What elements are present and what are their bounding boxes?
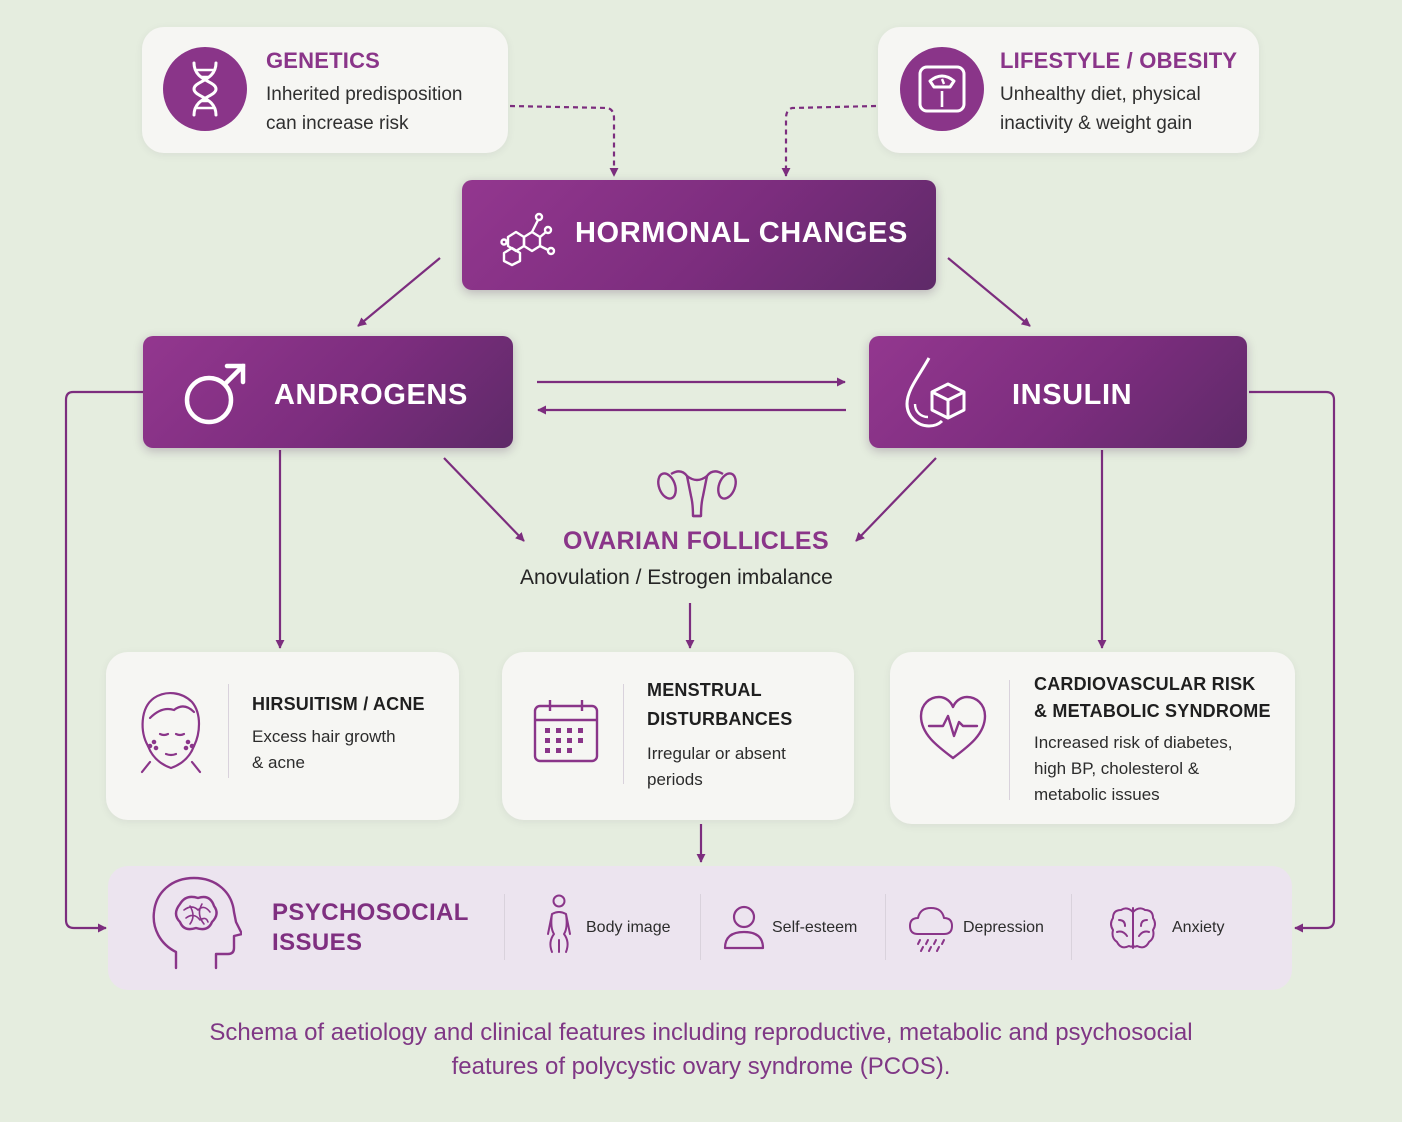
hirsuitism-text-line2: & acne — [252, 753, 305, 772]
menstrual-text-line2: periods — [647, 770, 703, 789]
lifestyle-card: LIFESTYLE / OBESITY Unhealthy diet, phys… — [878, 27, 1259, 153]
male-symbol-icon — [181, 358, 251, 433]
dna-icon — [163, 47, 247, 131]
calendar-icon — [532, 698, 600, 769]
psychosocial-item-depression: Depression — [963, 919, 1044, 936]
uterus-icon — [655, 464, 739, 525]
body-icon — [542, 894, 576, 959]
drop-cube-icon — [903, 354, 969, 435]
psychosocial-item-body-image: Body image — [586, 919, 671, 936]
cardio-card: CARDIOVASCULAR RISK & METABOLIC SYNDROME… — [890, 652, 1295, 824]
ovarian-follicles-title: OVARIAN FOLLICLES — [563, 527, 830, 555]
hirsuitism-title: HIRSUITISM / ACNE — [252, 694, 425, 714]
face-acne-icon — [136, 688, 206, 779]
insulin-to-ovarian-arrow — [855, 457, 937, 542]
brain-icon — [1109, 904, 1157, 955]
menstrual-divider — [623, 684, 624, 784]
menstrual-card: MENSTRUAL DISTURBANCES Irregular or abse… — [502, 652, 854, 820]
cardio-text-line2: high BP, cholesterol & — [1034, 759, 1200, 778]
insulin-to-psychosocial-arrow — [1249, 390, 1336, 933]
androgens-label: ANDROGENS — [274, 379, 468, 411]
hormonal-to-androgens-arrow — [357, 257, 441, 327]
genetics-text-line2: can increase risk — [266, 113, 409, 134]
hormonal-changes-label: HORMONAL CHANGES — [575, 217, 908, 249]
psychosocial-divider-4 — [1071, 894, 1072, 960]
androgens-to-ovarian-arrow — [443, 457, 525, 542]
genetics-card: GENETICS Inherited predisposition can in… — [142, 27, 508, 153]
psychosocial-item-anxiety: Anxiety — [1172, 919, 1225, 936]
lifestyle-text-line1: Unhealthy diet, physical — [1000, 84, 1201, 105]
caption-line2: features of polycystic ovary syndrome (P… — [451, 1053, 951, 1080]
hormonal-changes-box: HORMONAL CHANGES — [462, 180, 936, 290]
lifestyle-text-line2: inactivity & weight gain — [1000, 113, 1193, 134]
head-brain-icon — [150, 876, 244, 977]
heart-pulse-icon — [917, 694, 989, 767]
psychosocial-band: PSYCHOSOCIAL ISSUES Body image Self-este… — [108, 866, 1292, 990]
psychosocial-divider-2 — [700, 894, 701, 960]
hormonal-to-insulin-arrow — [947, 257, 1031, 327]
androgens-box: ANDROGENS — [143, 336, 513, 448]
cardio-title-line1: CARDIOVASCULAR RISK — [1034, 674, 1256, 694]
hirsuitism-divider — [228, 684, 229, 778]
psychosocial-title-line1: PSYCHOSOCIAL — [272, 899, 469, 926]
insulin-box: INSULIN — [869, 336, 1247, 448]
genetics-to-hormonal-arrow — [509, 104, 619, 177]
menstrual-title-line2: DISTURBANCES — [647, 709, 793, 729]
genetics-text-line1: Inherited predisposition — [266, 84, 463, 105]
psychosocial-divider-3 — [885, 894, 886, 960]
person-icon — [722, 904, 766, 955]
cardio-text-line3: metabolic issues — [1034, 785, 1160, 804]
insulin-label: INSULIN — [1012, 379, 1133, 411]
androgens-to-psychosocial-arrow — [64, 390, 143, 933]
lifestyle-to-hormonal-arrow — [781, 104, 877, 177]
psychosocial-divider-1 — [504, 894, 505, 960]
ovarian-follicles-subtitle: Anovulation / Estrogen imbalance — [520, 566, 833, 589]
psychosocial-item-self-esteem: Self-esteem — [772, 919, 858, 936]
hirsuitism-card: HIRSUITISM / ACNE Excess hair growth & a… — [106, 652, 459, 820]
caption-line1: Schema of aetiology and clinical feature… — [209, 1019, 1193, 1046]
lifestyle-title: LIFESTYLE / OBESITY — [1000, 48, 1238, 73]
molecule-icon — [496, 202, 558, 273]
cardio-divider — [1009, 680, 1010, 800]
scale-icon — [900, 47, 984, 131]
menstrual-text-line1: Irregular or absent — [647, 744, 786, 763]
rain-cloud-icon — [908, 904, 954, 957]
menstrual-title-line1: MENSTRUAL — [647, 680, 762, 700]
psychosocial-title-line2: ISSUES — [272, 929, 363, 956]
hirsuitism-text-line1: Excess hair growth — [252, 727, 396, 746]
cardio-text-line1: Increased risk of diabetes, — [1034, 733, 1233, 752]
cardio-title-line2: & METABOLIC SYNDROME — [1034, 701, 1271, 721]
genetics-title: GENETICS — [266, 48, 381, 73]
